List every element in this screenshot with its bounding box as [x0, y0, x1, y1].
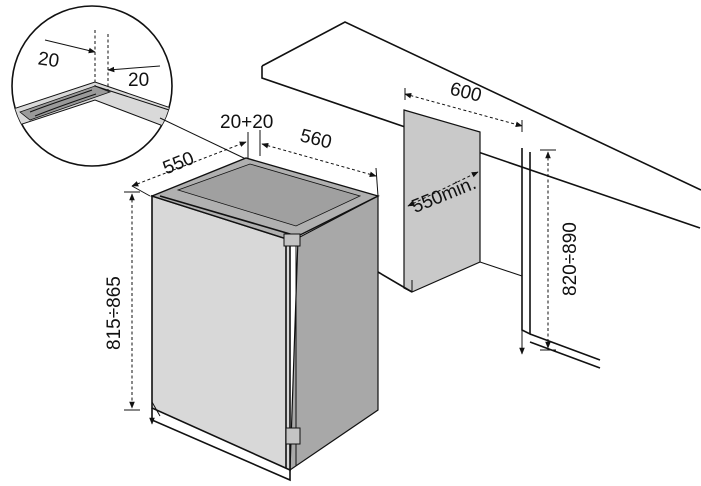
- hinge-rail-icon: [19, 85, 112, 121]
- appliance-height-label: 815÷865: [104, 276, 125, 350]
- worktop-niche: 600 550min. 820÷890: [261, 21, 701, 369]
- detail-circle: 20 20: [11, 5, 249, 167]
- dishwasher-appliance: [149, 157, 380, 482]
- detail-gap-a-label: 20: [37, 48, 61, 72]
- hinge-bottom-icon: [285, 427, 301, 445]
- gap-sides-label: 20+20: [220, 112, 273, 133]
- hinge-top-icon: [283, 233, 301, 247]
- depth-label: 550: [160, 148, 197, 179]
- width-label: 560: [298, 125, 334, 153]
- appliance-dimensions: 550 20+20 560 815÷865: [104, 112, 379, 425]
- appliance-side: [289, 195, 379, 472]
- detail-gap-b-label: 20: [128, 70, 149, 91]
- niche-width-label: 600: [448, 79, 484, 107]
- niche-height-label: 820÷890: [560, 222, 581, 296]
